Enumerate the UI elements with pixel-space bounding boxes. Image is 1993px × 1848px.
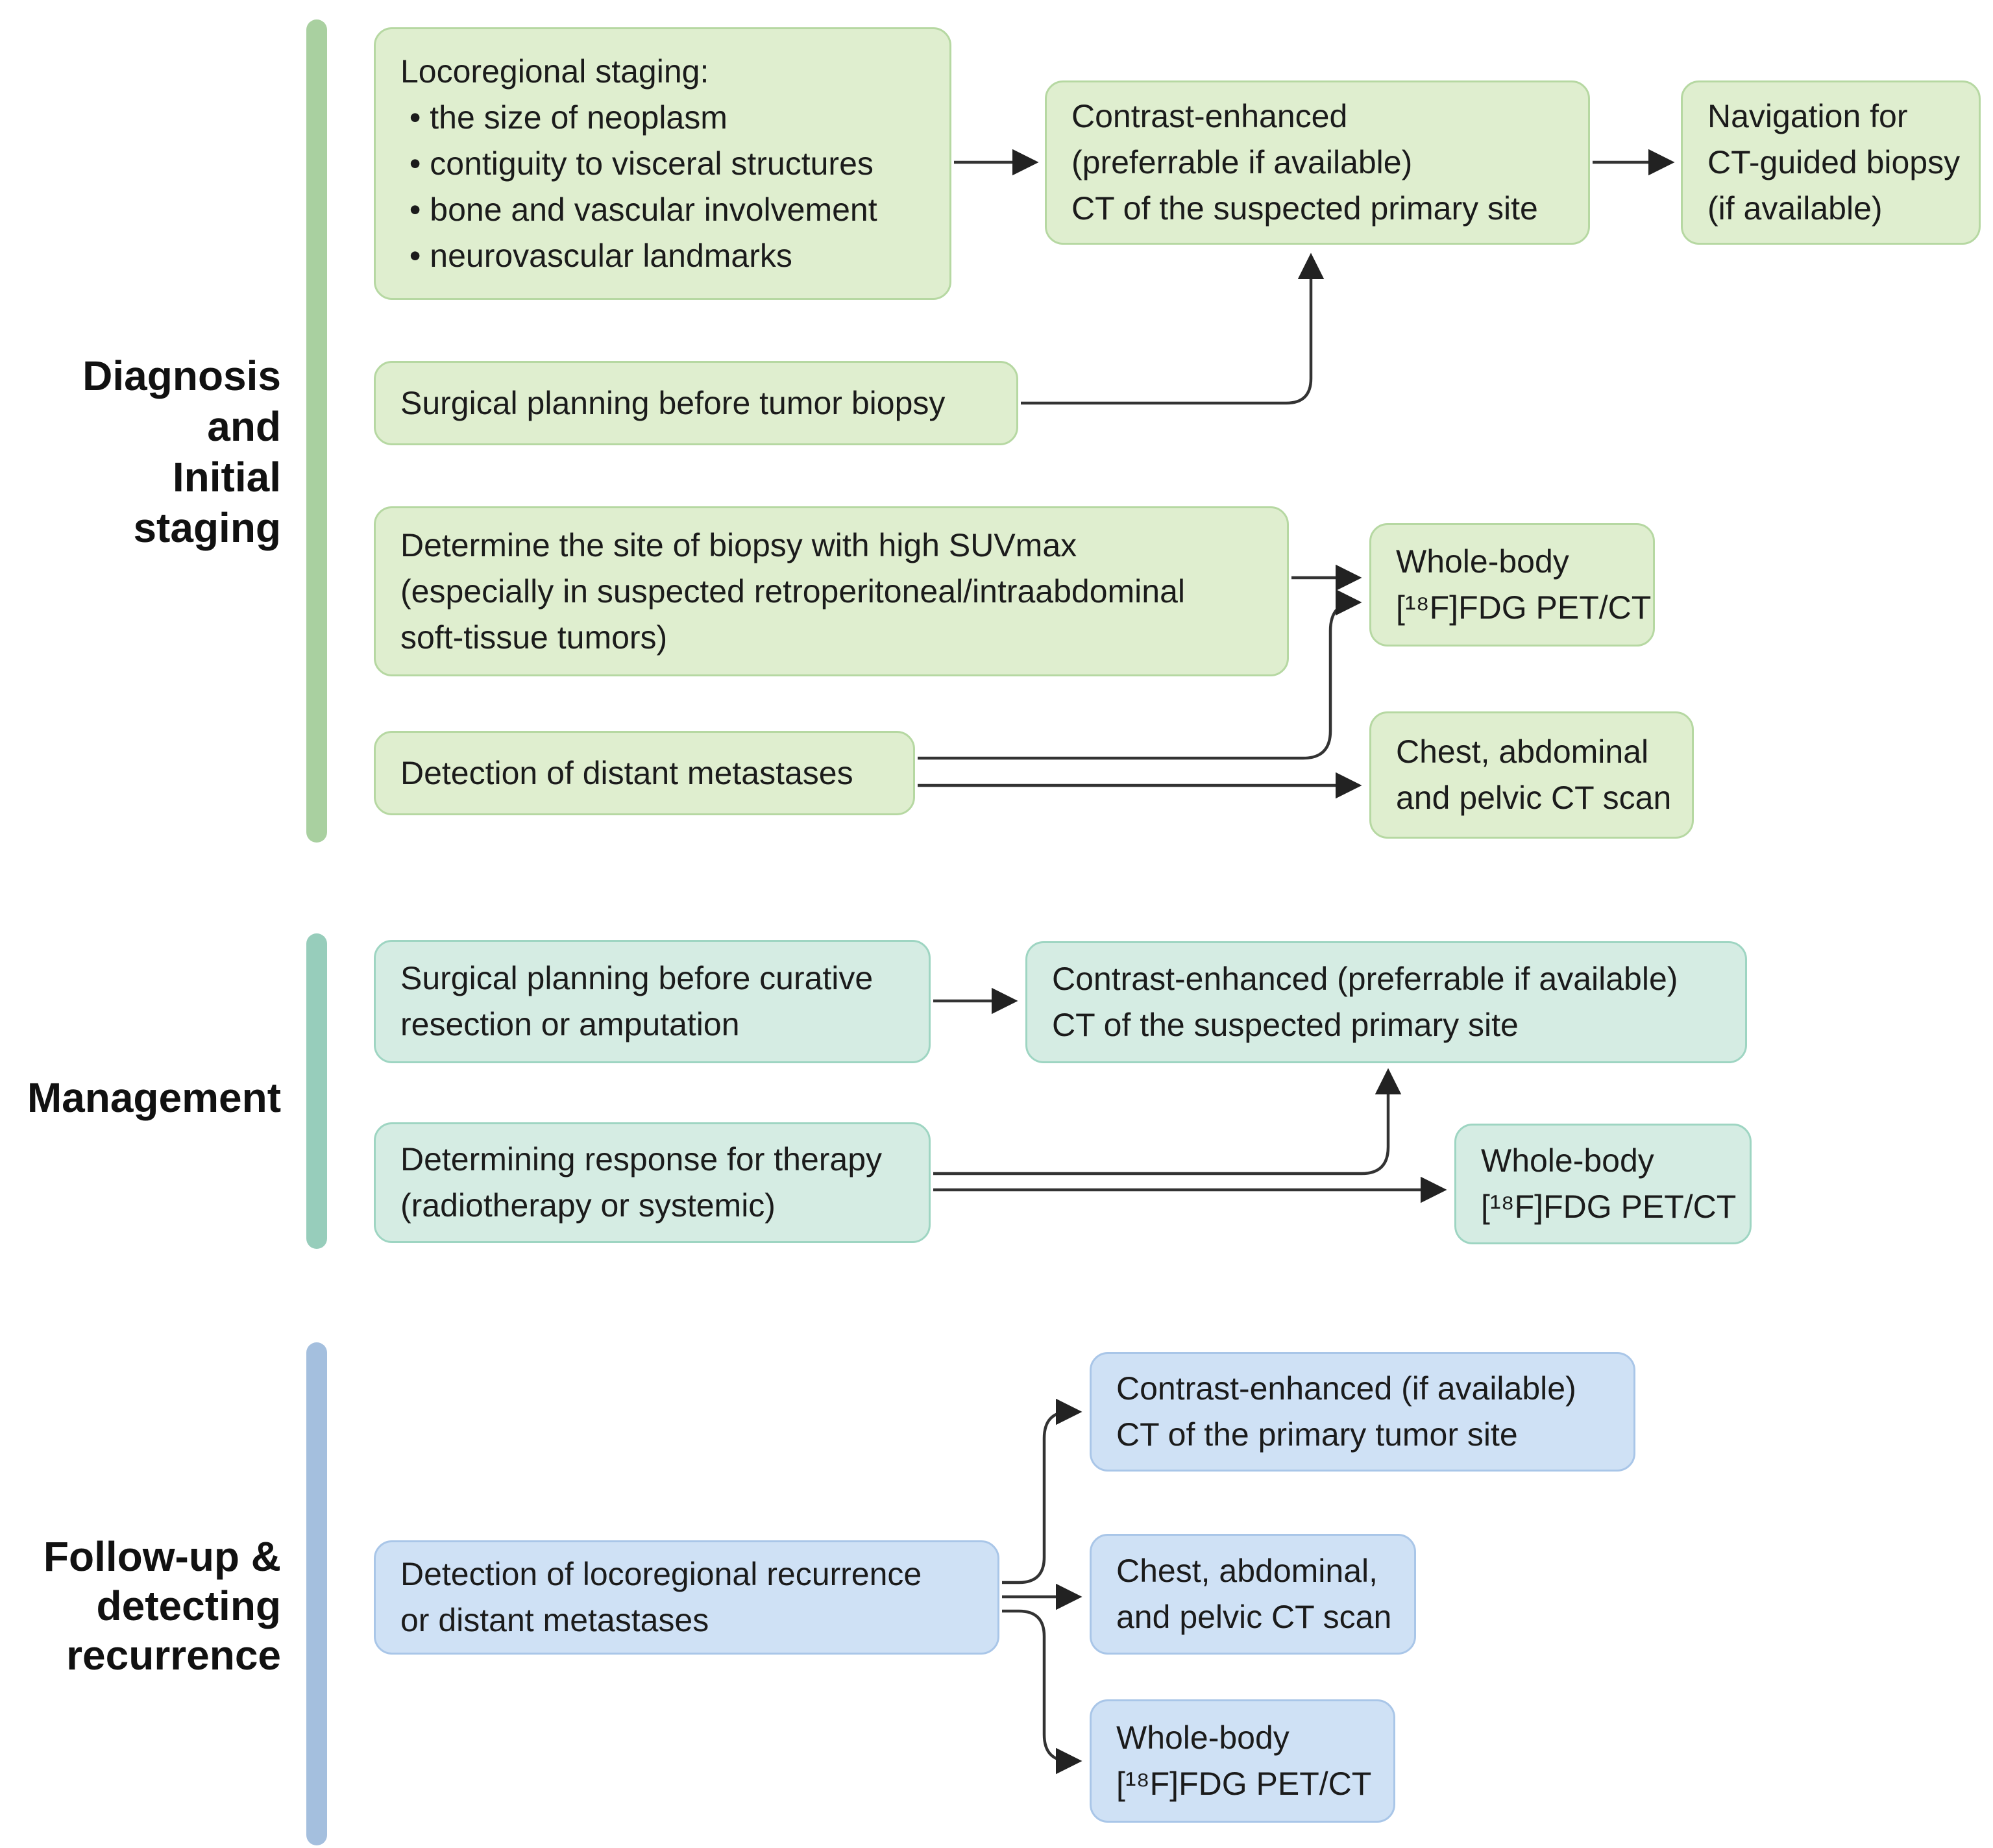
- node-text-line: Surgical planning before tumor biopsy: [400, 384, 946, 421]
- section-bar-diagnosis: [306, 19, 327, 843]
- node-detection-distant-metastases: Detection of distant metastases: [374, 731, 915, 815]
- section-label-line: Follow-up &: [43, 1533, 281, 1580]
- node-text-line: (if available): [1707, 190, 1883, 227]
- node-text-line: Whole-body: [1481, 1142, 1654, 1179]
- node-text-line: and pelvic CT scan: [1396, 780, 1672, 816]
- arrow-surgical-biopsy-to-contrast-ct: [1021, 253, 1325, 405]
- node-text-line: Whole-body: [1116, 1719, 1290, 1756]
- node-contrast-ct-primary-tumor-followup: Contrast-enhanced (if available) CT of t…: [1090, 1352, 1635, 1472]
- node-text-line: • neurovascular landmarks: [400, 237, 792, 274]
- node-locoregional-staging: Locoregional staging: • the size of neop…: [374, 27, 951, 300]
- node-determining-response-therapy: Determining response for therapy (radiot…: [374, 1122, 931, 1243]
- section-label-line: staging: [133, 504, 281, 551]
- node-text-line: (preferrable if available): [1071, 144, 1413, 180]
- section-label-line: detecting: [96, 1583, 281, 1629]
- node-text-line: • the size of neoplasm: [400, 99, 728, 136]
- node-detection-locoregional-recurrence: Detection of locoregional recurrence or …: [374, 1540, 999, 1655]
- section-label-management: Management: [0, 1072, 281, 1123]
- section-label-line: Diagnosis: [82, 352, 281, 399]
- node-text-line: Navigation for: [1707, 98, 1908, 134]
- node-text-line: Locoregional staging:: [400, 53, 709, 90]
- node-text-line: or distant metastases: [400, 1602, 709, 1638]
- node-text-line: Determine the site of biopsy with high S…: [400, 526, 1077, 563]
- section-label-diagnosis: Diagnosis and Initial staging: [0, 351, 281, 553]
- node-text-line: Contrast-enhanced (if available): [1116, 1370, 1576, 1407]
- node-whole-body-fdg-petct-diagnosis: Whole-body [¹⁸F]FDG PET/CT: [1369, 523, 1655, 647]
- node-text-line: Detection of distant metastases: [400, 754, 853, 791]
- node-text-line: Contrast-enhanced: [1071, 98, 1348, 134]
- section-label-followup: Follow-up & detecting recurrence: [0, 1532, 281, 1680]
- node-surgical-planning-curative: Surgical planning before curative resect…: [374, 940, 931, 1063]
- node-text-line: [¹⁸F]FDG PET/CT: [1396, 589, 1652, 626]
- node-whole-body-fdg-petct-management: Whole-body [¹⁸F]FDG PET/CT: [1454, 1124, 1752, 1244]
- node-text-line: Contrast-enhanced (preferrable if availa…: [1052, 961, 1678, 997]
- node-text-line: CT of the suspected primary site: [1071, 190, 1538, 227]
- node-chest-abdominal-pelvic-ct-diagnosis: Chest, abdominal and pelvic CT scan: [1369, 711, 1694, 839]
- node-text-line: Detection of locoregional recurrence: [400, 1556, 922, 1592]
- node-contrast-ct-suspected-primary-management: Contrast-enhanced (preferrable if availa…: [1025, 941, 1747, 1063]
- section-label-line: Initial: [172, 454, 281, 500]
- node-whole-body-fdg-petct-followup: Whole-body [¹⁸F]FDG PET/CT: [1090, 1699, 1395, 1823]
- section-label-line: recurrence: [66, 1632, 281, 1679]
- node-text-line: (radiotherapy or systemic): [400, 1187, 776, 1224]
- node-determine-biopsy-site-suvmax: Determine the site of biopsy with high S…: [374, 506, 1289, 676]
- node-text-line: CT-guided biopsy: [1707, 144, 1961, 180]
- node-text-line: Determining response for therapy: [400, 1141, 883, 1177]
- node-chest-abdominal-pelvic-ct-followup: Chest, abdominal, and pelvic CT scan: [1090, 1534, 1416, 1655]
- node-text-line: [¹⁸F]FDG PET/CT: [1481, 1189, 1737, 1225]
- node-text-line: and pelvic CT scan: [1116, 1599, 1392, 1635]
- arrow-detection-metastases-to-petct: [918, 589, 1362, 760]
- node-navigation-ct-guided-biopsy: Navigation for CT-guided biopsy (if avai…: [1681, 80, 1981, 245]
- node-text-line: CT of the suspected primary site: [1052, 1007, 1519, 1043]
- node-surgical-planning-tumor-biopsy: Surgical planning before tumor biopsy: [374, 361, 1018, 445]
- node-text-line: [¹⁸F]FDG PET/CT: [1116, 1766, 1372, 1802]
- node-text-line: soft-tissue tumors): [400, 619, 668, 656]
- node-text-line: • contiguity to visceral structures: [400, 145, 874, 182]
- node-text-line: resection or amputation: [400, 1006, 740, 1042]
- section-bar-management: [306, 933, 327, 1249]
- section-label-line: and: [207, 403, 281, 450]
- node-text-line: Chest, abdominal,: [1116, 1553, 1378, 1589]
- node-text-line: • bone and vascular involvement: [400, 191, 877, 228]
- node-text-line: Surgical planning before curative: [400, 960, 874, 996]
- section-label-line: Management: [27, 1074, 281, 1121]
- arrow-detection-recurrence-to-contrast-ct: [1002, 1398, 1082, 1584]
- section-bar-followup: [306, 1342, 327, 1845]
- node-text-line: (especially in suspected retroperitoneal…: [400, 573, 1186, 610]
- node-contrast-ct-suspected-primary-diagnosis: Contrast-enhanced (preferrable if availa…: [1045, 80, 1590, 245]
- node-text-line: Whole-body: [1396, 543, 1569, 580]
- arrow-determining-response-to-contrast-ct: [933, 1068, 1402, 1176]
- arrow-detection-recurrence-to-petct: [1002, 1609, 1082, 1775]
- node-text-line: Chest, abdominal: [1396, 733, 1649, 770]
- node-text-line: CT of the primary tumor site: [1116, 1416, 1518, 1453]
